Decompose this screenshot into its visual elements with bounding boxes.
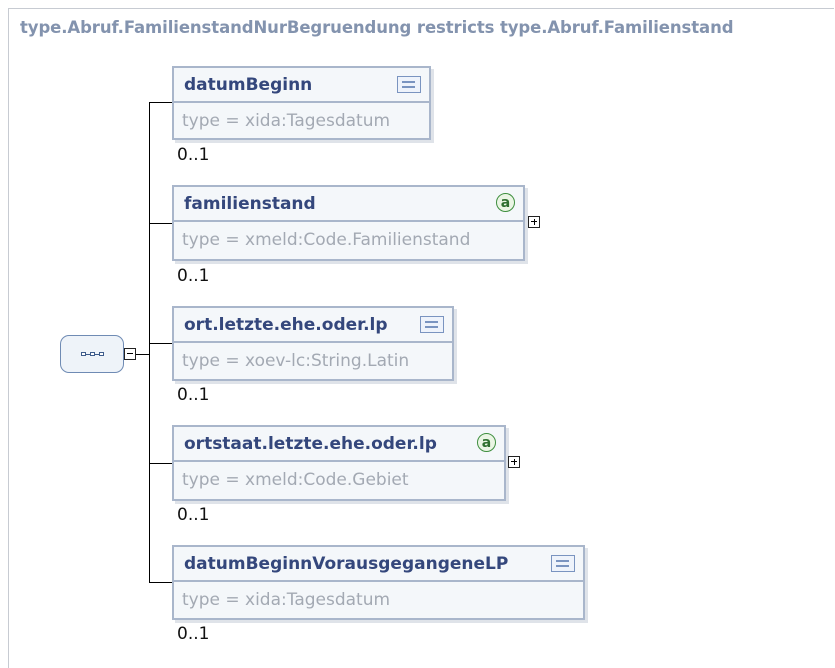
cardinality-label: 0..1 [177, 266, 210, 286]
cardinality-label: 0..1 [177, 145, 210, 165]
expand-toggle[interactable] [528, 216, 540, 228]
element-type: type = xmeld:Code.Familienstand [182, 229, 471, 250]
element-box[interactable]: datumBeginnVorausgegangeneLP type = xida… [172, 545, 585, 620]
connector-line [149, 582, 172, 583]
cardinality-label: 0..1 [177, 624, 210, 644]
element-type: type = xmeld:Code.Gebiet [182, 469, 409, 490]
attributes-icon: a [477, 433, 496, 452]
element-name: ort.letzte.ehe.oder.lp [174, 308, 452, 341]
attributes-icon: a [496, 193, 515, 212]
documentation-icon [420, 316, 444, 333]
element-box[interactable]: ort.letzte.ehe.oder.lp type = xoev-lc:St… [172, 306, 454, 381]
element-name: ortstaat.letzte.ehe.oder.lp a [174, 427, 504, 460]
element-box[interactable]: ortstaat.letzte.ehe.oder.lp a type = xme… [172, 425, 506, 501]
branch-line [149, 102, 150, 582]
diagram-title: type.Abruf.FamilienstandNurBegruendung r… [20, 18, 734, 37]
connector-line [149, 223, 172, 224]
connector-line [136, 354, 149, 355]
connector-line [149, 343, 172, 344]
documentation-icon [397, 76, 421, 93]
cardinality-label: 0..1 [177, 505, 210, 525]
sequence-compositor-icon [80, 352, 104, 356]
element-name: familienstand a [174, 187, 523, 220]
sequence-compositor[interactable] [60, 335, 124, 373]
cardinality-label: 0..1 [177, 385, 210, 405]
connector-line [149, 463, 172, 464]
element-name: datumBeginnVorausgegangeneLP [174, 547, 583, 580]
connector-line [149, 102, 172, 103]
documentation-icon [551, 555, 575, 572]
element-type: type = xida:Tagesdatum [182, 589, 391, 610]
sequence-collapse-toggle[interactable] [124, 348, 136, 360]
element-box[interactable]: familienstand a type = xmeld:Code.Famili… [172, 185, 525, 261]
element-type: type = xoev-lc:String.Latin [182, 350, 410, 371]
element-box[interactable]: datumBeginn type = xida:Tagesdatum [172, 66, 431, 140]
element-name: datumBeginn [174, 68, 429, 101]
expand-toggle[interactable] [508, 456, 520, 468]
element-type: type = xida:Tagesdatum [182, 110, 391, 131]
diagram-frame [8, 8, 834, 668]
